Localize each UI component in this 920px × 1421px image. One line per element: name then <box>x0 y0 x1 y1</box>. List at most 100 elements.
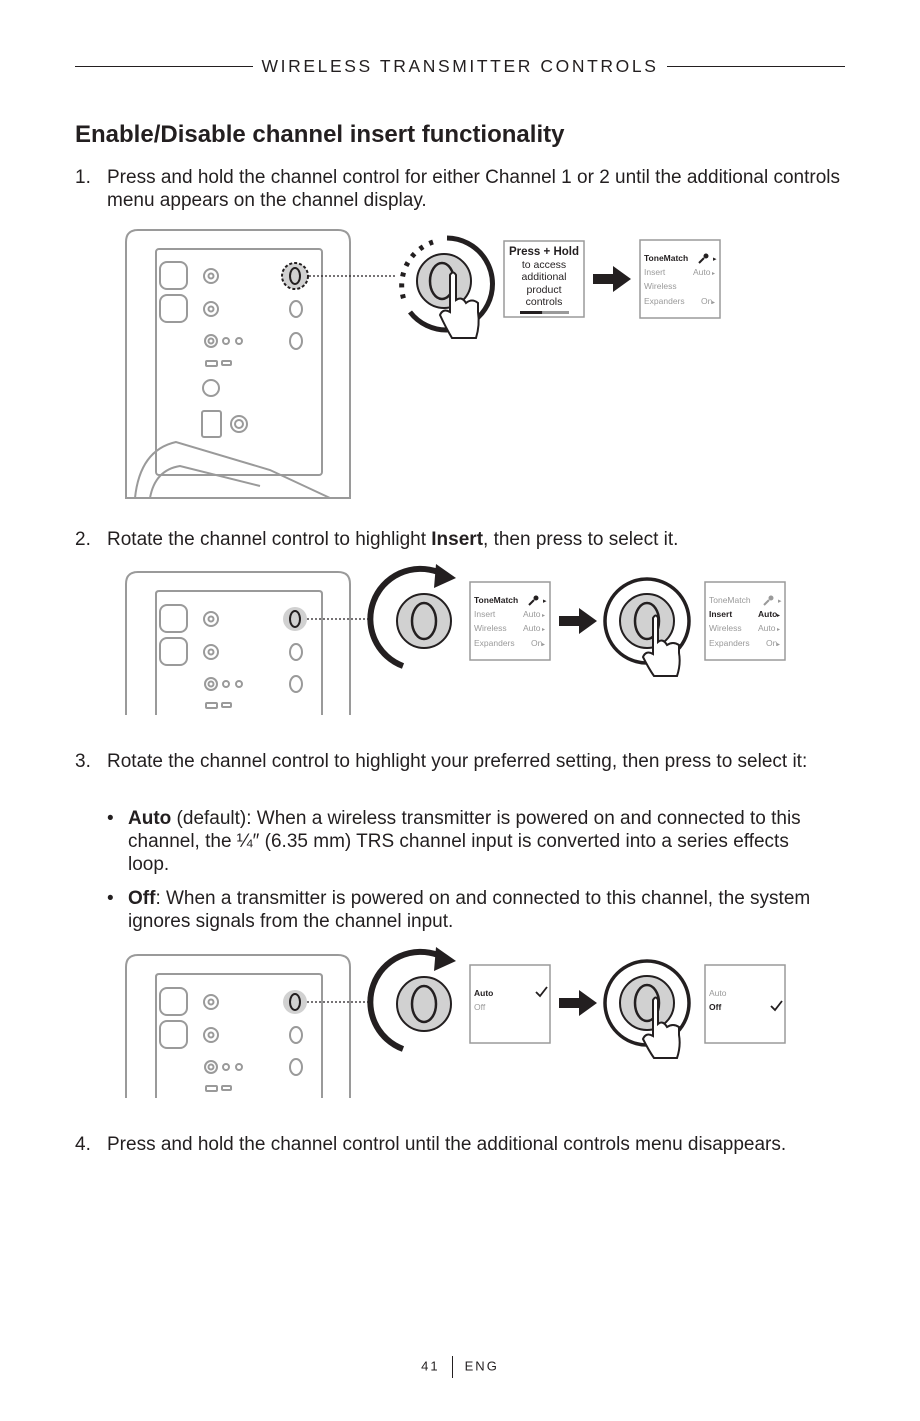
menu-row-label: Wireless <box>644 281 677 291</box>
bullet-bold: Auto <box>128 808 172 829</box>
menu-row-value: On <box>531 638 543 648</box>
step-1: 1. Press and hold the channel control fo… <box>75 166 845 212</box>
check-icon <box>770 1000 783 1012</box>
figure-3: Auto Off Auto Off <box>125 947 786 1098</box>
arrow-right-icon <box>593 266 631 292</box>
step-number: 2. <box>75 529 91 550</box>
device-panel <box>125 954 351 1098</box>
option-off: Off <box>474 1002 486 1012</box>
menu-row-label: ToneMatch <box>474 595 518 605</box>
figure-2: ToneMatch ▸ Insert Auto ▸ Wireless Auto … <box>125 564 786 715</box>
option-auto: Auto <box>474 988 493 998</box>
knob-press <box>603 959 691 1047</box>
svg-text:▸: ▸ <box>542 642 545 648</box>
menu-row-value: On <box>701 296 713 306</box>
knob-rotate <box>367 564 456 669</box>
channel-knob-highlight <box>283 990 307 1014</box>
bullet-bold: Off <box>128 888 156 909</box>
option-auto: Auto <box>709 988 727 998</box>
channel-knob-highlight <box>281 262 309 290</box>
header-rule-left <box>75 65 253 67</box>
svg-text:▸: ▸ <box>777 642 780 648</box>
step-text: Press and hold the channel control until… <box>107 1134 787 1155</box>
chevron-right-icon: ▸ <box>712 300 715 306</box>
press-hold-screen: Press + Hold to access additional produc… <box>503 240 585 318</box>
page-heading: Enable/Disable channel insert functional… <box>75 121 565 148</box>
option-off: Off <box>709 1002 721 1012</box>
chevron-right-icon: ▸ <box>543 598 547 605</box>
step-number: 3. <box>75 751 91 772</box>
svg-text:▸: ▸ <box>777 613 780 619</box>
menu-row-label: Expanders <box>644 296 685 306</box>
step-text-bold: Insert <box>431 529 484 550</box>
menu-row-value: Auto <box>693 267 711 277</box>
step-number: 4. <box>75 1134 91 1155</box>
menu-row-label: Insert <box>474 609 496 619</box>
device-panel <box>125 229 351 499</box>
bullet-off: • Off: When a transmitter is powered on … <box>107 887 827 933</box>
menu-row-label: ToneMatch <box>709 595 751 605</box>
press-hold-line: controls <box>526 296 563 308</box>
menu-row-label: Expanders <box>709 638 750 648</box>
press-hold-line: additional <box>522 271 567 283</box>
menu-screen: ToneMatch ▸ Insert Auto ▸ Wireless Expan… <box>639 239 721 319</box>
menu-row-label: ToneMatch <box>644 253 688 263</box>
microphone-icon <box>763 595 774 606</box>
language-code: ENG <box>464 1358 499 1374</box>
step-text: Press and hold the channel control for e… <box>107 167 841 211</box>
page-number: 41 <box>421 1358 440 1374</box>
svg-text:▸: ▸ <box>778 598 782 605</box>
hand-pointer-icon <box>641 614 681 677</box>
options-screen-after: Auto Off <box>704 964 786 1044</box>
hand-pointer-icon <box>641 996 681 1059</box>
menu-row-label: Expanders <box>474 638 515 648</box>
menu-row-value: Auto <box>758 609 777 619</box>
menu-row-value: Auto <box>523 623 541 633</box>
check-icon <box>535 986 548 998</box>
bullet-auto: • Auto (default): When a wireless transm… <box>107 807 827 876</box>
step-2: 2. Rotate the channel control to highlig… <box>75 528 845 551</box>
bullet-body: (default): When a wireless transmitter i… <box>128 808 801 875</box>
svg-text:▸: ▸ <box>777 627 780 633</box>
bullet-mark: • <box>107 808 114 829</box>
running-header: WIRELESS TRANSMITTER CONTROLS <box>75 54 846 78</box>
chevron-right-icon: ▸ <box>712 271 715 277</box>
press-hold-line: to access <box>522 259 566 271</box>
microphone-icon <box>698 253 709 264</box>
header-rule-right <box>667 65 846 67</box>
bullet-body: : When a transmitter is powered on and c… <box>128 888 811 932</box>
arrow-right-icon <box>559 608 597 634</box>
menu-row-label: Wireless <box>709 623 742 633</box>
bullet-text: Auto (default): When a wireless transmit… <box>128 807 827 876</box>
step-text: Rotate the channel control to highlight … <box>107 528 845 551</box>
step-text-part: , then press to select it. <box>483 529 679 550</box>
menu-row-label: Wireless <box>474 623 507 633</box>
menu-screen-after: ToneMatch ▸ Insert Auto ▸ Wireless Auto … <box>704 581 786 661</box>
rotate-arrow-icon <box>434 947 456 971</box>
step-4: 4. Press and hold the channel control un… <box>75 1133 845 1156</box>
menu-row-value: On <box>766 638 778 648</box>
chevron-right-icon: ▸ <box>713 256 717 263</box>
options-screen-before: Auto Off <box>469 964 551 1044</box>
step-3: 3. Rotate the channel control to highlig… <box>75 750 845 773</box>
page-footer: 41 ENG <box>0 1356 920 1378</box>
footer-divider <box>451 1356 453 1378</box>
menu-row-value: Auto <box>758 623 776 633</box>
arrow-right-icon <box>559 990 597 1016</box>
press-hold-title: Press + Hold <box>509 246 579 258</box>
device-panel <box>125 571 351 715</box>
hold-progress-fill <box>520 311 543 314</box>
menu-row-label: Insert <box>644 267 666 277</box>
press-hold-line: product <box>526 284 561 296</box>
step-text: Rotate the channel control to highlight … <box>107 751 808 772</box>
step-number: 1. <box>75 167 91 188</box>
knob-press-hold <box>399 235 495 333</box>
svg-text:▸: ▸ <box>542 613 545 619</box>
section-title: WIRELESS TRANSMITTER CONTROLS <box>261 55 659 76</box>
menu-screen-before: ToneMatch ▸ Insert Auto ▸ Wireless Auto … <box>469 581 551 661</box>
hand-pointer-icon <box>438 271 480 339</box>
hold-progress-track <box>520 311 569 314</box>
svg-text:▸: ▸ <box>542 627 545 633</box>
microphone-icon <box>528 595 539 606</box>
bullet-mark: • <box>107 888 114 909</box>
